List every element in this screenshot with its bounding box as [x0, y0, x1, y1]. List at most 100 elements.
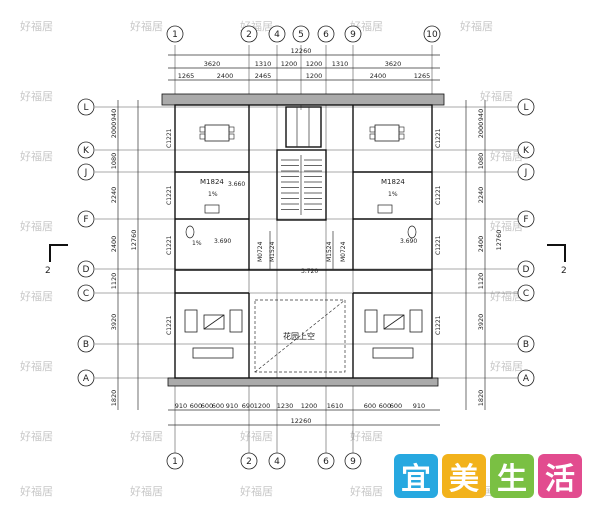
axis-bubble-bottom: 1	[166, 452, 184, 470]
level-label: 3.660	[228, 181, 245, 188]
axis-bubble-bottom: 6	[317, 452, 335, 470]
watermark-text: 好福居	[350, 484, 383, 498]
dim-right-total: 12760	[495, 230, 503, 251]
svg-text:C: C	[83, 289, 89, 299]
dim-top: 3620	[385, 60, 402, 68]
axis-bubble-right: D	[517, 260, 535, 278]
watermark-text: 好福居	[130, 484, 163, 498]
axis-bubble-right: C	[517, 284, 535, 302]
svg-text:D: D	[523, 265, 530, 275]
brand-logo: 宜美生活	[394, 454, 590, 500]
dim-bottom: 1230	[277, 402, 294, 410]
level-label: 3.720	[301, 268, 318, 275]
dim-bottom: 1610	[327, 402, 344, 410]
window-c1221: C1221	[435, 235, 442, 255]
svg-text:K: K	[83, 146, 90, 156]
level-label: 3.690	[214, 238, 231, 245]
svg-text:F: F	[83, 215, 88, 225]
axis-bubble-right: K	[517, 141, 535, 159]
dim-top: 1310	[332, 60, 349, 68]
axis-bubble-top: 1	[166, 25, 184, 43]
window-c1221: C1221	[435, 185, 442, 205]
watermark-text: 好福居	[20, 429, 53, 443]
svg-text:J: J	[524, 168, 528, 178]
dim-left: 1120	[110, 273, 118, 290]
room-labels: M1824 M1824 1% 1% 3.660 1% 3.690 3.690 3…	[166, 128, 442, 341]
watermark-text: 好福居	[20, 289, 53, 303]
section-marks: 2 2	[45, 244, 567, 276]
axis-bubble-left: A	[77, 369, 95, 387]
axis-bubble-left: B	[77, 335, 95, 353]
dim-top: 1200	[281, 60, 298, 68]
logo-char: 美	[442, 454, 486, 498]
axis-bubble-right: B	[517, 335, 535, 353]
door-m1524-left: M1524	[269, 241, 276, 262]
svg-text:10: 10	[426, 30, 438, 40]
svg-text:A: A	[523, 374, 530, 384]
watermark-text: 好福居	[130, 19, 163, 33]
svg-text:6: 6	[323, 457, 329, 467]
watermark-text: 好福居	[490, 219, 523, 233]
dim-top: 2400	[370, 72, 387, 80]
dim-right: 2400	[477, 236, 485, 253]
dim-top: 2400	[217, 72, 234, 80]
dim-left: 2000	[110, 122, 118, 139]
slope-label: 1%	[388, 191, 398, 198]
logo-char: 宜	[394, 454, 438, 498]
svg-text:2: 2	[246, 457, 252, 467]
watermark-text: 好福居	[240, 429, 273, 443]
watermark-text: 好福居	[480, 89, 513, 103]
dim-top: 1265	[178, 72, 195, 80]
dim-right: 1820	[477, 390, 485, 407]
axis-bubble-left: J	[77, 163, 95, 181]
building-outline	[161, 93, 445, 387]
dim-top: 1200	[306, 72, 323, 80]
axis-bubble-top: 9	[344, 25, 362, 43]
axis-bubble-right: L	[517, 98, 535, 116]
dim-left: 1080	[110, 153, 118, 170]
axis-bubble-bottom: 4	[268, 452, 286, 470]
door-m1824-left: M1824	[200, 178, 224, 186]
svg-text:6: 6	[323, 30, 329, 40]
axis-bubble-left: F	[77, 210, 95, 228]
svg-text:L: L	[523, 103, 528, 113]
axis-bubble-top: 10	[423, 25, 441, 43]
watermark-text: 好福居	[490, 359, 523, 373]
svg-text:B: B	[83, 340, 89, 350]
axis-bubble-bottom: 9	[344, 452, 362, 470]
axis-bubble-left: C	[77, 284, 95, 302]
level-label: 3.690	[400, 238, 417, 245]
logo-char: 活	[538, 454, 582, 498]
dim-bottom-total: 12260	[291, 417, 312, 425]
dim-left-total: 12760	[130, 230, 138, 251]
dim-top: 2465	[255, 72, 272, 80]
door-m0724-left: M0724	[257, 241, 264, 262]
window-c1221: C1221	[166, 235, 173, 255]
logo-char: 生	[490, 454, 534, 498]
dim-bottom: 910	[413, 402, 425, 410]
dim-top: 1265	[414, 72, 431, 80]
axis-bubble-right: A	[517, 369, 535, 387]
dim-top-total: 12260	[291, 47, 312, 55]
watermark-text: 好福居	[20, 89, 53, 103]
dim-right: 2000	[477, 122, 485, 139]
dim-bottom: 1200	[301, 402, 318, 410]
slope-label: 1%	[192, 240, 202, 247]
window-c1221: C1221	[435, 128, 442, 148]
dim-left: 2240	[110, 187, 118, 204]
svg-text:4: 4	[274, 457, 280, 467]
section-mark-right: 2	[561, 266, 567, 276]
svg-text:J: J	[84, 168, 88, 178]
svg-text:L: L	[83, 103, 88, 113]
axis-bubble-right: J	[517, 163, 535, 181]
axis-bubble-top: 2	[240, 25, 258, 43]
dim-top: 3620	[204, 60, 221, 68]
watermark-text: 好福居	[130, 429, 163, 443]
watermark-text: 好福居	[490, 289, 523, 303]
window-c1221: C1221	[435, 315, 442, 335]
watermark-text: 好福居	[350, 429, 383, 443]
door-m0724-right: M0724	[340, 241, 347, 262]
dim-right: 940	[477, 109, 485, 121]
watermark-text: 好福居	[20, 19, 53, 33]
